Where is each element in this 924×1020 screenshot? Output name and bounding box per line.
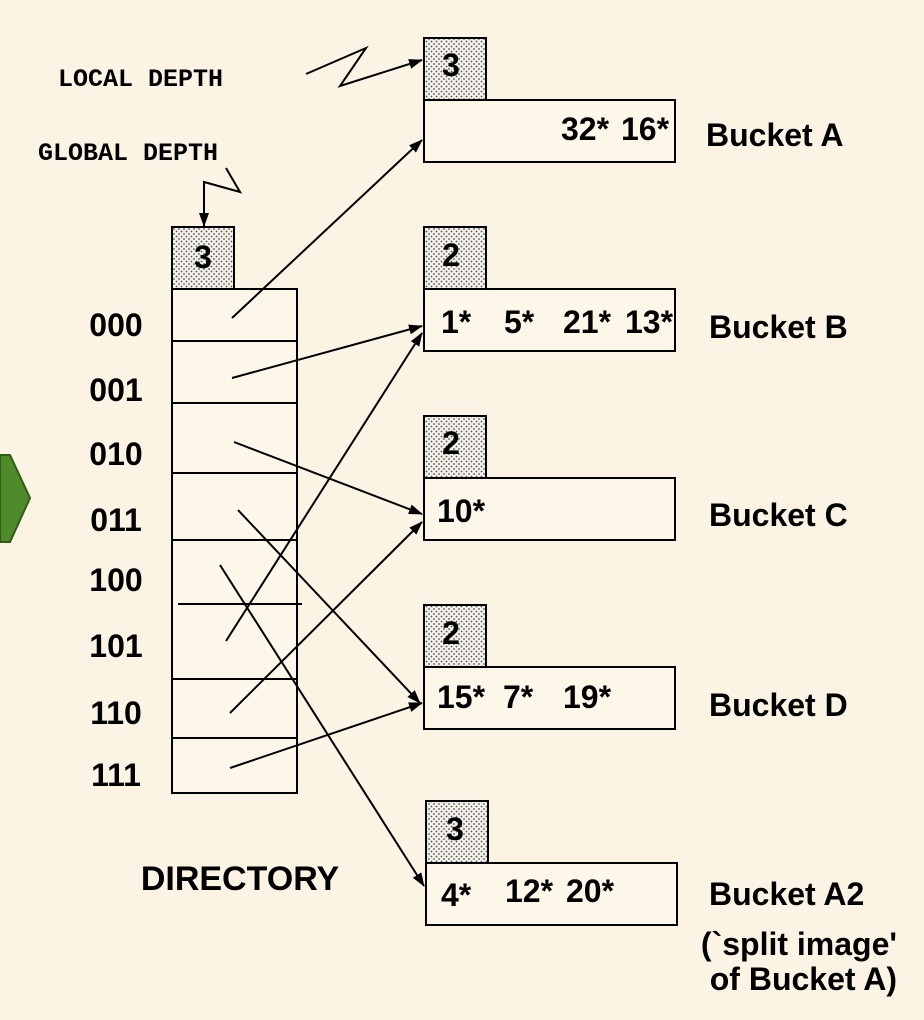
bucket-d-entry: 7* [503,679,534,715]
bucket-a2-note-line-1: (`split image' [701,926,897,962]
bucket-a2-entry: 20* [566,873,615,909]
bucket-a2-entry: 12* [505,873,554,909]
bucket-c: 2 10* Bucket C [423,415,848,541]
bucket-a2-label: Bucket A2 [709,876,864,912]
directory-entry-000: 000 [89,307,142,343]
directory-label: DIRECTORY [141,860,340,898]
bucket-a2: 3 4* 12* 20* Bucket A2 (`split image' of… [425,800,897,997]
bucket-c-local-depth-box [423,415,487,479]
bucket-a: 3 32* 16* Bucket A [423,37,844,163]
bucket-a2-local-depth-box [425,800,489,864]
bucket-d-box [423,666,676,730]
pointer-101-to-bucket-b [225,332,423,642]
bucket-d-local-depth: 2 [442,615,460,651]
bucket-b-entry: 1* [441,304,472,340]
bucket-c-entry: 10* [437,493,486,529]
bucket-d-entry: 15* [437,679,486,715]
bucket-a2-local-depth: 3 [446,811,464,847]
global-depth-box [171,226,235,290]
bucket-b-label: Bucket B [709,309,848,345]
directory-entry-011: 011 [90,502,142,538]
directory-entry-110: 110 [90,695,142,731]
bucket-a-entry: 32* [561,111,610,147]
global-depth-pointer [199,167,243,227]
pointer-010-to-bucket-c [233,441,423,515]
bucket-b: 2 1* 5* 21* 13* Bucket B [423,226,848,352]
pointer-001-to-bucket-b [231,324,423,379]
directory-entry-101: 101 [89,628,142,664]
global-depth-value: 3 [194,239,212,275]
local-depth-label: LOCAL DEPTH [58,65,223,94]
bucket-a2-note-line-2: of Bucket A) [710,961,897,997]
directory-entry-001: 001 [89,372,142,408]
pointer-000-to-bucket-a [231,139,423,319]
directory: 000 001 010 011 100 101 110 111 [89,288,302,794]
bucket-b-entry: 13* [625,304,674,340]
bucket-b-local-depth: 2 [442,237,460,273]
pointer-111-to-bucket-d [229,702,423,769]
directory-entry-100: 100 [89,562,142,598]
bucket-a-local-depth-box [423,37,487,101]
previous-slide-arrow-icon[interactable] [0,454,32,543]
directory-entry-111: 111 [91,757,141,793]
bucket-d-label: Bucket D [709,687,848,723]
bucket-a-box [423,99,676,163]
bucket-a-label: Bucket A [706,117,844,153]
bucket-b-entry: 5* [504,304,535,340]
pointer-011-to-bucket-d [237,509,421,704]
global-depth-label: GLOBAL DEPTH [38,139,218,168]
bucket-d-entry: 19* [563,679,612,715]
bucket-b-box [423,288,676,352]
directory-entry-010: 010 [89,436,142,472]
bucket-c-box [423,477,676,541]
bucket-a2-entry: 4* [441,877,472,913]
bucket-b-entry: 21* [563,304,612,340]
bucket-a-entry: 16* [621,111,670,147]
pointer-100-to-bucket-a2 [219,564,425,887]
bucket-c-local-depth: 2 [442,425,460,461]
bucket-c-label: Bucket C [709,497,848,533]
bucket-d: 2 15* 7* 19* Bucket D [423,604,848,730]
bucket-a2-box [425,862,678,926]
bucket-a-local-depth: 3 [442,47,460,83]
pointer-110-to-bucket-c [229,521,423,714]
bucket-b-local-depth-box [423,226,487,290]
local-depth-pointer [305,45,423,88]
directory-pointers [219,139,425,887]
